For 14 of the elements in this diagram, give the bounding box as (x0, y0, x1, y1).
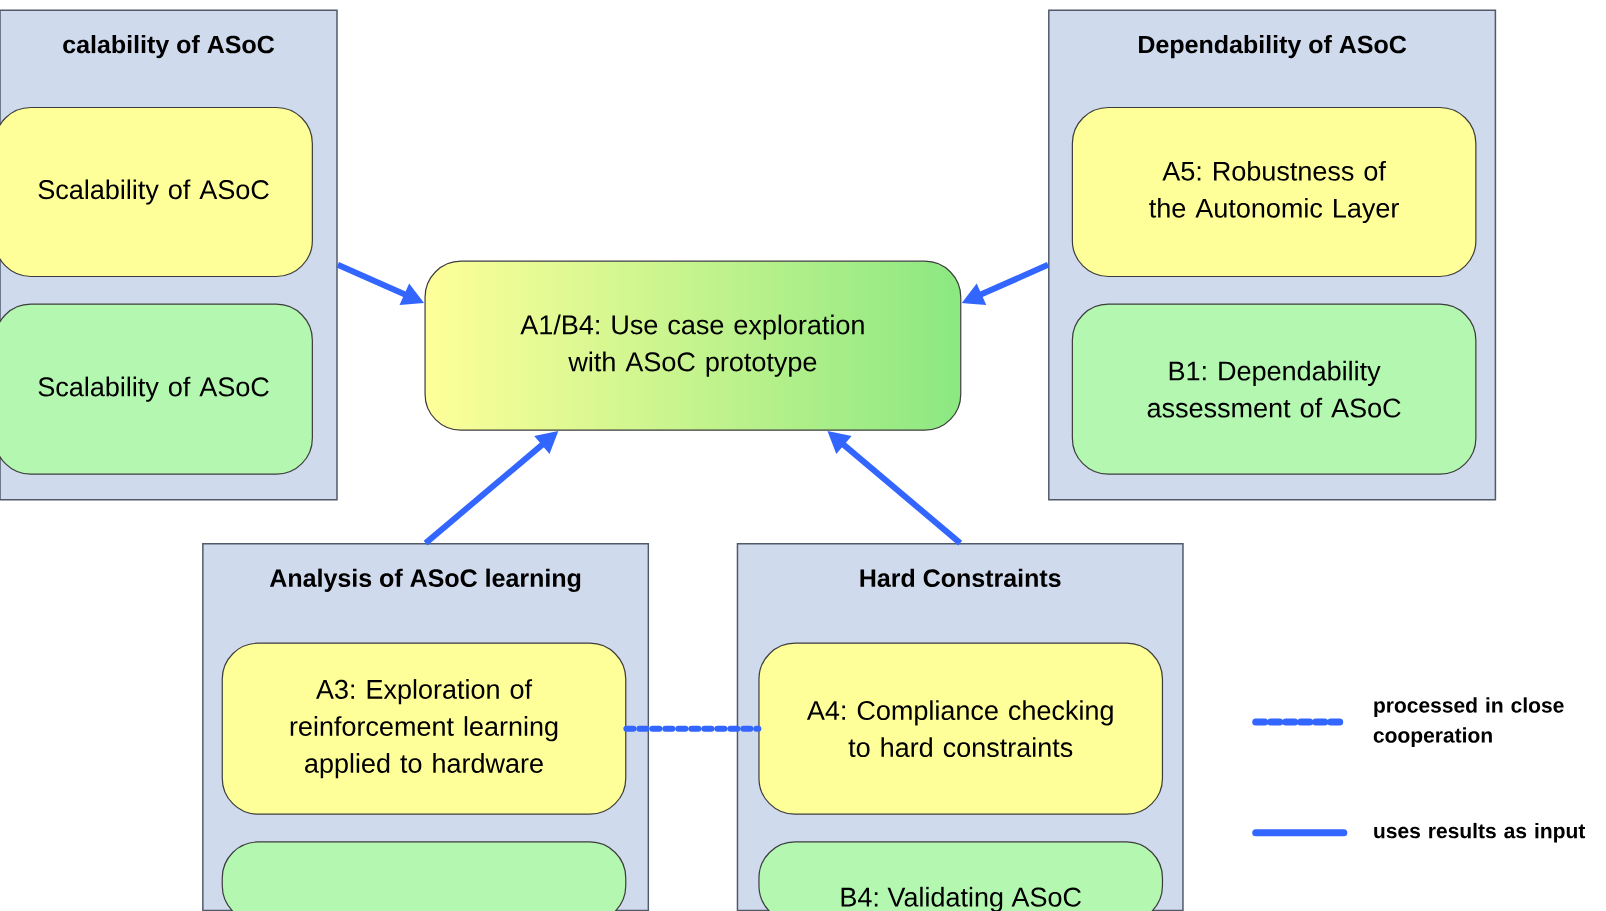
panel-title: calability of ASoC (63, 35, 275, 59)
task-box: A5: Robustness of the Autonomic Layer (1071, 106, 1477, 278)
task-box (221, 841, 627, 911)
task-box: A1/B4: Use case exploration with ASoC prototype (424, 260, 962, 431)
task-box: B1: Dependability assessment of ASoC (1071, 303, 1477, 475)
panel-title: Dependability of ASoC (1139, 35, 1407, 59)
task-box: Scalability of ASoC (0, 303, 313, 475)
legend-text: uses results as input (1374, 822, 1586, 843)
panel-title: Hard Constraints (860, 568, 1061, 587)
task-box: A4: Compliance checking to hard constraints (758, 642, 1164, 815)
panel-title: Analysis of ASoC learning (269, 568, 581, 593)
legend-text: processed in close cooperation (1373, 697, 1564, 747)
task-box: Scalability of ASoC (0, 106, 313, 278)
task-box: A3: Exploration of reinforcement learning applied to hardware (221, 642, 627, 815)
